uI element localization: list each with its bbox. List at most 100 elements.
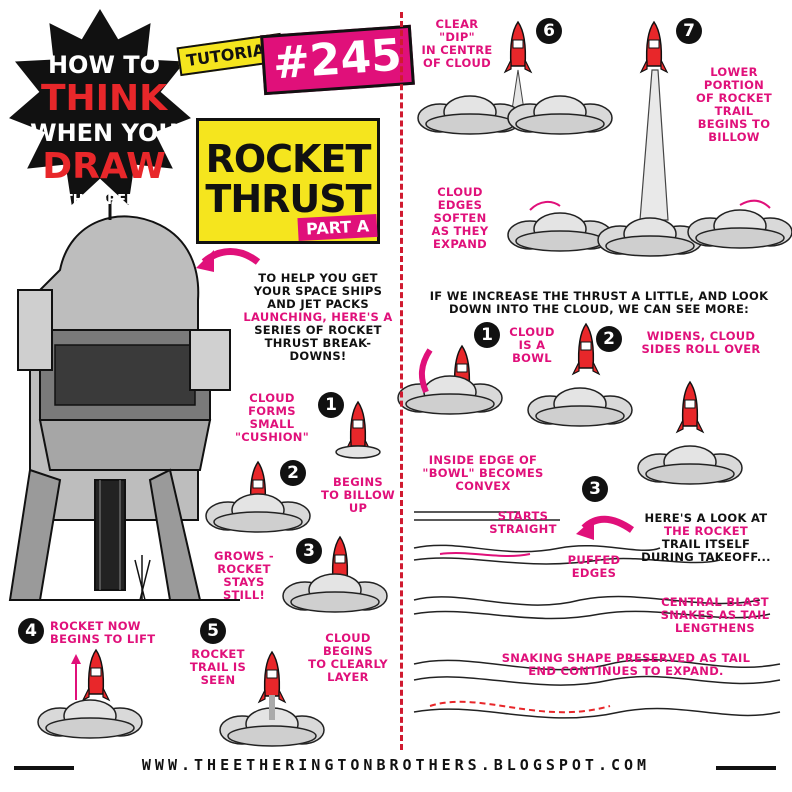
logo-line-2: THINK <box>40 78 168 119</box>
step-line: "DIP" <box>439 30 475 44</box>
step-line: IN CENTRE <box>421 43 493 57</box>
step-line: GROWS - <box>214 549 274 563</box>
step-line: OF CLOUD <box>422 56 492 70</box>
step-number: 3 <box>582 476 608 502</box>
step-5-text-b: CLOUD BEGINS TO CLEARLY LAYER <box>306 632 390 684</box>
step-line: SMALL <box>249 417 295 431</box>
step-line: ROCKET <box>191 647 245 661</box>
step-line: STAYS <box>223 575 265 589</box>
footer-rule-left <box>14 766 74 770</box>
intro-text: TO HELP YOU GET YOUR SPACE SHIPS AND JET… <box>238 272 398 363</box>
puffed-edges-text: PUFFED EDGES <box>564 554 624 580</box>
step-line: CLOUD <box>249 391 295 405</box>
intro-line: TO HELP YOU GET <box>258 271 378 285</box>
step-line: TRAIL <box>714 104 754 118</box>
snaking-text: SNAKING SHAPE PRESERVED AS TAIL END CONT… <box>476 652 776 678</box>
note-line: TRAIL ITSELF <box>661 537 751 551</box>
title-line-2: THRUST <box>205 177 371 221</box>
footer-url[interactable]: WWW.THEETHERINGTONBROTHERS.BLOGSPOT.COM <box>141 756 651 774</box>
step-line: LAYER <box>327 670 369 684</box>
note-line: CENTRAL BLAST <box>661 595 769 609</box>
logo-line-3: WHEN YOU <box>30 119 178 147</box>
step-5-text-a: ROCKET TRAIL IS SEEN <box>186 648 250 687</box>
step-line: TRAIL IS <box>189 660 247 674</box>
step-line: BEGINS TO <box>697 117 771 131</box>
intro-line: DOWNS! <box>289 349 347 363</box>
step-number: 1 <box>474 322 500 348</box>
note-line: "BOWL" BECOMES <box>422 466 544 480</box>
note-line: CLOUD <box>437 185 483 199</box>
step-line: BEGINS TO LIFT <box>50 632 156 646</box>
widens-text: WIDENS, CLOUD SIDES ROLL OVER <box>626 330 776 356</box>
logo-line-1: HOW TO <box>47 51 161 79</box>
bowl-text: CLOUD IS A BOWL <box>504 326 560 365</box>
note-line: INSIDE EDGE OF <box>428 453 538 467</box>
starts-straight-text: STARTS STRAIGHT <box>489 509 557 536</box>
note-line: WIDENS, CLOUD <box>646 329 756 343</box>
step-1-text: CLOUD FORMS SMALL "CUSHION" <box>232 392 312 444</box>
logo-text: HOW TO THINK WHEN YOU DRAW WITH LORENZO! <box>14 48 194 218</box>
note-line: AS THEY <box>431 224 489 238</box>
title-line-1: ROCKET <box>205 137 372 181</box>
cloud-edges-text: CLOUD EDGES SOFTEN AS THEY EXPAND <box>418 186 502 251</box>
step-line: ROCKET NOW <box>50 619 141 633</box>
note-line: SNAKES AS TAIL <box>660 608 770 622</box>
step-number: 4 <box>18 618 44 644</box>
note-line: SNAKING SHAPE PRESERVED AS TAIL <box>501 651 751 665</box>
note-line: EDGES <box>571 566 617 580</box>
note-line: EDGES <box>437 198 483 212</box>
step-line: BILLOW <box>708 130 760 144</box>
intro-line: LAUNCHING, HERE'S A <box>243 310 393 324</box>
column-divider <box>400 12 403 750</box>
tutorial-number: #245 <box>260 24 415 96</box>
step-7-text: LOWER PORTION OF ROCKET TRAIL BEGINS TO … <box>684 66 784 144</box>
increase-line: IF WE INCREASE THE THRUST A LITTLE, AND … <box>429 289 769 303</box>
note-line: IS A <box>518 338 546 352</box>
inside-edge-text: INSIDE EDGE OF "BOWL" BECOMES CONVEX <box>420 454 546 493</box>
intro-line: AND JET PACKS <box>267 297 369 311</box>
note-line: HERE'S A LOOK AT <box>644 511 768 525</box>
step-line: LOWER <box>710 65 758 79</box>
note-line: CONVEX <box>455 479 511 493</box>
step-number: 7 <box>676 18 702 44</box>
step-line: FORMS <box>248 404 296 418</box>
note-line: END CONTINUES TO EXPAND. <box>528 664 724 678</box>
part-label: PART A <box>297 213 378 242</box>
note-line: EXPAND <box>433 237 487 251</box>
step-line: "CUSHION" <box>234 430 310 444</box>
trail-intro-text: HERE'S A LOOK AT THE ROCKET TRAIL ITSELF… <box>636 512 776 564</box>
step-line: BEGINS <box>332 475 384 489</box>
step-number: 5 <box>200 618 226 644</box>
intro-line: THRUST BREAK- <box>264 336 372 350</box>
step-line: BEGINS <box>322 644 374 658</box>
logo: HOW TO THINK WHEN YOU DRAW WITH LORENZO! <box>14 14 194 214</box>
step-line: CLOUD <box>325 631 371 645</box>
step-line: CLEAR <box>435 17 479 31</box>
step-line: PORTION <box>703 78 765 92</box>
intro-line: YOUR SPACE SHIPS <box>253 284 383 298</box>
step-line: OF ROCKET <box>695 91 773 105</box>
note-line: SOFTEN <box>433 211 487 225</box>
step-line: TO CLEARLY <box>308 657 388 671</box>
step-number: 1 <box>318 392 344 418</box>
logo-line-5: WITH LORENZO! <box>44 193 164 208</box>
step-number: 6 <box>536 18 562 44</box>
step-2-text: BEGINS TO BILLOW UP <box>318 476 398 515</box>
rocket-trail-study <box>413 511 781 719</box>
increase-line: DOWN INTO THE CLOUD, WE CAN SEE MORE: <box>448 302 750 316</box>
increase-text: IF WE INCREASE THE THRUST A LITTLE, AND … <box>410 290 788 316</box>
intro-line: SERIES OF ROCKET <box>254 323 382 337</box>
logo-line-4: DRAW <box>42 146 166 187</box>
note-line: BOWL <box>512 351 552 365</box>
step-line: STILL! <box>222 588 266 602</box>
step-number: 2 <box>596 326 622 352</box>
note-line: DURING TAKEOFF... <box>641 550 771 564</box>
step-3-text: GROWS - ROCKET STAYS STILL! <box>208 550 280 602</box>
footer-rule-right <box>716 766 776 770</box>
step-line: UP <box>348 501 368 515</box>
step-number: 2 <box>280 460 306 486</box>
step-line: TO BILLOW <box>320 488 396 502</box>
step-line: ROCKET <box>217 562 271 576</box>
spaceship-illustration <box>8 194 240 601</box>
step-number: 3 <box>296 538 322 564</box>
